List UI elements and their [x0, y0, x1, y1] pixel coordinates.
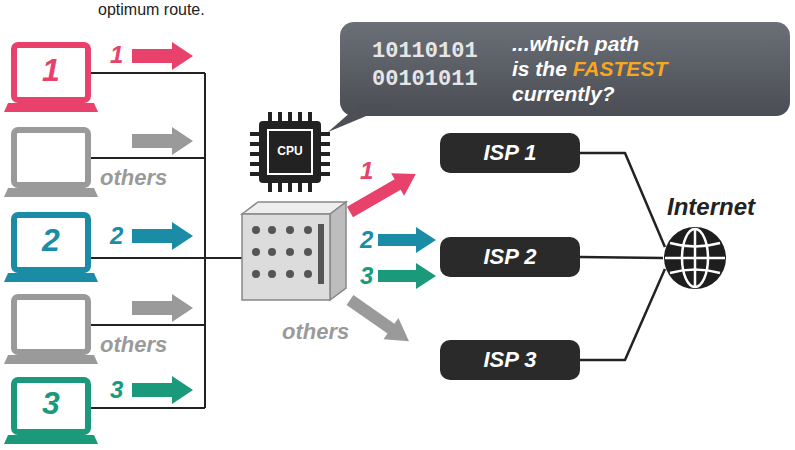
wire	[91, 73, 244, 408]
question-text: ...which path	[512, 32, 639, 55]
isp-name: ISP 3	[484, 347, 537, 372]
connector	[580, 257, 663, 258]
flow-number: 2	[110, 223, 123, 249]
flow-label: others	[100, 166, 167, 190]
laptop	[4, 380, 98, 444]
internet-globe: Internet	[663, 226, 727, 290]
highlight-word: FASTEST	[573, 57, 668, 80]
screen-number: 2	[14, 223, 88, 258]
flow-number: 1	[110, 42, 123, 68]
screen-number: 3	[14, 386, 88, 421]
cpu-chip	[250, 112, 330, 192]
flow-arrow	[132, 42, 193, 70]
route-arrow	[378, 263, 436, 289]
connector	[580, 269, 665, 360]
route-number: 1	[360, 158, 373, 184]
route-label: others	[282, 320, 349, 344]
caption-fragment: optimum route.	[98, 1, 205, 19]
flow-arrow	[132, 127, 193, 155]
route-arrow	[344, 163, 423, 224]
route-number: 2	[360, 227, 373, 253]
isp-name: ISP 2	[484, 244, 537, 269]
bubble-line: currently?	[512, 81, 667, 106]
isp-box: ISP 1	[440, 133, 580, 173]
binary-digits: 10110101 00101011	[372, 38, 482, 93]
flow-label: others	[100, 333, 167, 357]
route-arrow	[378, 227, 436, 253]
flow-arrow	[132, 376, 193, 404]
laptop	[4, 215, 98, 282]
bubble-tail	[325, 104, 385, 144]
flow-arrow	[132, 294, 193, 322]
connector	[580, 153, 665, 247]
speech-bubble: 10110101 00101011 ...which pathis the FAS…	[340, 22, 790, 116]
globe-icon	[663, 226, 727, 290]
flow-arrow	[132, 222, 193, 250]
question-text: is the	[512, 57, 567, 80]
bubble-line: ...which path	[512, 31, 667, 56]
laptop	[4, 130, 98, 197]
route-number: 3	[360, 263, 373, 289]
laptop	[4, 297, 98, 364]
internet-label: Internet	[667, 194, 755, 220]
isp-box: ISP 2	[440, 237, 580, 277]
question-text: currently?	[512, 82, 615, 105]
bubble-line: is the FASTEST	[512, 56, 667, 81]
laptop	[4, 45, 98, 112]
route-arrow	[343, 289, 417, 352]
flow-number: 3	[110, 377, 123, 403]
network-switch	[242, 202, 346, 300]
screen-number: 1	[14, 53, 88, 88]
isp-box: ISP 3	[440, 340, 580, 380]
chip-label: CPU	[268, 145, 312, 158]
isp-name: ISP 1	[484, 140, 537, 165]
bubble-text: ...which pathis the FASTESTcurrently?	[512, 31, 667, 107]
